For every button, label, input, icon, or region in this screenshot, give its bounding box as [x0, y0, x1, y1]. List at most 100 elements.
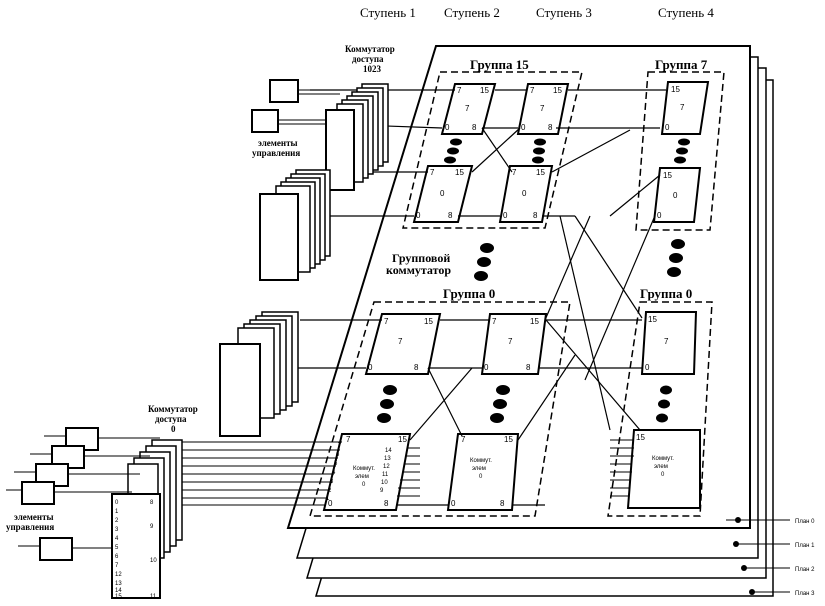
port-label: 7	[492, 317, 497, 326]
stage-1-label: Ступень 1	[360, 5, 416, 20]
switch-g0-s4-bottom: 15 Коммут. элем 0	[626, 429, 701, 509]
port-label: 15	[536, 168, 545, 177]
port-num: 14	[385, 448, 392, 454]
element-index: 7	[664, 337, 669, 346]
port-label: 8	[500, 499, 505, 508]
port-label: 0	[503, 211, 508, 220]
control-elements-bottom: элементы управления	[6, 427, 160, 561]
port-num: 12	[115, 572, 122, 578]
switch-element-label: 0	[479, 474, 483, 480]
control-elements-top-label-1: элементы	[258, 138, 298, 148]
port-num: 1	[115, 509, 119, 515]
port-label: 7	[512, 168, 517, 177]
port-label: 7	[457, 86, 462, 95]
port-num: 11	[150, 594, 157, 600]
element-index: 7	[508, 337, 513, 346]
rack-top	[259, 169, 331, 281]
port-label: 7	[530, 86, 535, 95]
element-index: 7	[465, 104, 470, 113]
port-label: 15	[671, 85, 680, 94]
switch-element-label: Коммут.	[470, 458, 492, 464]
access-switch-1023: Коммутатор доступа 1023	[325, 44, 395, 191]
plane-2-label: План 2	[795, 567, 815, 573]
element-index: 7	[540, 104, 545, 113]
switch-g15-s1-top: 7 15 7 0 8	[440, 83, 497, 135]
port-label: 8	[548, 123, 553, 132]
port-num: 9	[380, 488, 384, 494]
control-elements-top: элементы управления	[251, 79, 340, 158]
group-0-right: Группа 0	[607, 286, 713, 517]
access-wires	[170, 439, 634, 506]
plane-0	[286, 45, 751, 529]
control-elements-top-label-2: управления	[252, 148, 300, 158]
switch-element-label: элем	[654, 464, 668, 470]
rack-middle	[219, 311, 299, 437]
switch-element-label: 0	[362, 482, 366, 488]
stage-3-label: Ступень 3	[536, 5, 592, 20]
port-label: 0	[368, 363, 373, 372]
port-label: 15	[480, 86, 489, 95]
port-label: 15	[504, 435, 513, 444]
access-switch-0-subtitle: доступа	[155, 414, 187, 424]
element-index: 0	[522, 189, 527, 198]
element-index: 0	[673, 191, 678, 200]
port-label: 15	[648, 315, 657, 324]
element-index: 7	[680, 103, 685, 112]
element-index: 7	[398, 337, 403, 346]
switch-element-label: Коммут.	[652, 456, 674, 462]
access-switch-0-number: 0	[171, 424, 176, 434]
port-num: 3	[330, 479, 334, 485]
port-num: 7	[338, 443, 342, 449]
access-switch-1023-title: Коммутатор	[345, 44, 395, 54]
access-switch-1023-number: 1023	[363, 64, 382, 74]
port-num: 4	[115, 536, 119, 542]
port-label: 15	[553, 86, 562, 95]
switch-g0-s1-bottom: 7 15 Коммут. элем 0 0 8	[322, 433, 412, 511]
access-switch-0-title: Коммутатор	[148, 404, 198, 414]
port-label: 7	[346, 435, 351, 444]
port-label: 15	[398, 435, 407, 444]
port-num: 13	[384, 456, 391, 462]
access-switch-1023-subtitle: доступа	[352, 54, 384, 64]
switch-g15-s2-top: 7 15 7 0 8	[516, 83, 570, 135]
group-15: Группа 15	[402, 57, 583, 229]
plane-1-label: План 1	[795, 543, 815, 549]
port-label: 8	[533, 211, 538, 220]
port-label: 8	[448, 211, 453, 220]
port-num: 9	[150, 524, 154, 530]
plane-3-label: План 3	[795, 591, 815, 597]
switch-g0-s2-bottom: 7 15 Коммут. элем 0 0 8	[446, 433, 520, 511]
port-num: 4	[332, 470, 336, 476]
port-num: 10	[381, 480, 388, 486]
group-switch-label-2: коммутатор	[386, 263, 451, 277]
switch-element-label: 0	[661, 472, 665, 478]
switch-g0-s1-top: 7 15 7 0 8	[364, 313, 442, 375]
port-num: 3	[115, 527, 119, 533]
port-label: 15	[663, 171, 672, 180]
port-num: 5	[334, 461, 338, 467]
port-label: 0	[445, 123, 450, 132]
port-label: 15	[424, 317, 433, 326]
switch-g7-top: 15 7 0	[660, 81, 710, 135]
group-switch-label-1: Групповой	[392, 251, 450, 265]
port-num: 15	[115, 594, 122, 600]
port-label: 15	[455, 168, 464, 177]
port-label: 7	[461, 435, 466, 444]
port-num: 2	[115, 518, 119, 524]
port-num: 1	[326, 496, 330, 502]
port-num: 12	[383, 464, 390, 470]
port-num: 5	[115, 545, 119, 551]
access-switch-0: Коммутатор доступа 0 0 1 2 3 4 5 6 7 12 …	[111, 404, 198, 600]
group-7-label: Группа 7	[655, 57, 708, 72]
port-label: 0	[665, 123, 670, 132]
port-label: 15	[636, 433, 645, 442]
stage-2-label: Ступень 2	[444, 5, 500, 20]
plane-labels: План 0 План 1 План 2 План 3	[726, 517, 815, 597]
port-label: 7	[384, 317, 389, 326]
port-num: 10	[150, 558, 157, 564]
port-num: 14	[115, 588, 122, 594]
port-num: 6	[115, 554, 119, 560]
switch-g15-s1-bottom: 7 15 0 0 8	[412, 165, 474, 223]
port-label: 0	[328, 499, 333, 508]
